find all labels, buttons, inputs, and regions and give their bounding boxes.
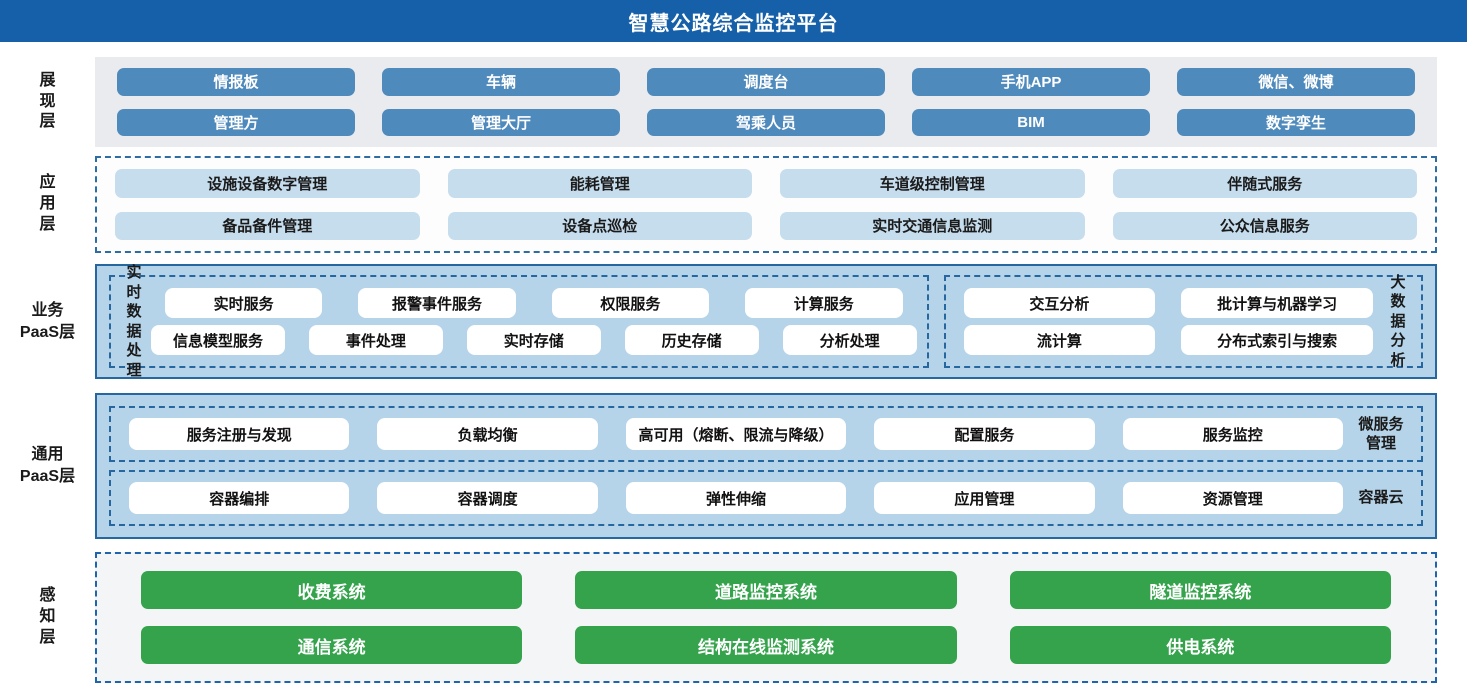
node-container-scheduling: 容器调度 — [377, 482, 598, 514]
node-spare-parts-mgmt: 备品备件管理 — [115, 211, 420, 240]
microservice-grid: 服务注册与发现 负载均衡 高可用（熔断、限流与降级） 配置服务 服务监控 — [119, 418, 1353, 450]
node-management-side: 管理方 — [117, 108, 355, 136]
node-public-info-service: 公众信息服务 — [1112, 211, 1417, 240]
node-device-inspection: 设备点巡检 — [447, 211, 752, 240]
node-load-balancing: 负载均衡 — [377, 418, 598, 450]
node-companion-service: 伴随式服务 — [1112, 169, 1417, 198]
business-paas-label: 业务 PaaS层 — [19, 301, 76, 341]
presentation-layer-panel: 情报板 车辆 调度台 手机APP 微信、微博 管理方 管理大厅 驾乘人员 BIM… — [95, 57, 1437, 147]
node-lane-level-control: 车道级控制管理 — [780, 169, 1085, 198]
node-realtime-storage: 实时存储 — [466, 325, 601, 355]
node-communication-system: 通信系统 — [141, 626, 523, 664]
node-elastic-scaling: 弹性伸缩 — [625, 482, 847, 514]
realtime-row-1: 实时服务 报警事件服务 权限服务 计算服务 — [149, 288, 919, 318]
realtime-data-processing-group: 实时数据处理 实时服务 报警事件服务 权限服务 计算服务 信息模型服务 事件处理… — [109, 264, 929, 379]
bigdata-row-2: 流计算 分布式索引与搜索 — [954, 325, 1383, 355]
node-analysis-processing: 分析处理 — [782, 325, 917, 355]
common-paas-layer: 通用 PaaS层 服务注册与发现 负载均衡 高可用（熔断、限流与降级） 配置服务… — [0, 393, 1437, 539]
business-paas-panel: 实时数据处理 实时服务 报警事件服务 权限服务 计算服务 信息模型服务 事件处理… — [95, 264, 1437, 379]
node-stream-computing: 流计算 — [963, 325, 1156, 355]
presentation-layer-label: 展现层 — [39, 71, 56, 131]
node-road-monitoring-system: 道路监控系统 — [575, 571, 957, 609]
realtime-group-label: 实时数据处理 — [126, 264, 142, 379]
node-digital-twin: 数字孪生 — [1177, 108, 1415, 136]
perception-layer-label-cell: 感知层 — [0, 552, 95, 683]
node-permission-service: 权限服务 — [551, 288, 710, 318]
node-toll-system: 收费系统 — [141, 571, 523, 609]
node-service-monitoring: 服务监控 — [1122, 418, 1343, 450]
bigdata-row-1: 交互分析 批计算与机器学习 — [954, 288, 1383, 318]
node-event-processing: 事件处理 — [308, 325, 443, 355]
node-service-registry-discovery: 服务注册与发现 — [129, 418, 350, 450]
bigdata-group-rows: 交互分析 批计算与机器学习 流计算 分布式索引与搜索 — [954, 281, 1383, 362]
business-paas-layer: 业务 PaaS层 实时数据处理 实时服务 报警事件服务 权限服务 计算服务 信息… — [0, 264, 1437, 379]
perception-layer-panel: 收费系统 道路监控系统 隧道监控系统 通信系统 结构在线监测系统 供电系统 — [95, 552, 1437, 683]
presentation-layer-label-cell: 展现层 — [0, 57, 95, 147]
platform-title-bar: 智慧公路综合监控平台 — [0, 0, 1467, 42]
node-facility-digital-mgmt: 设施设备数字管理 — [115, 169, 420, 198]
page-title: 智慧公路综合监控平台 — [628, 12, 839, 35]
node-bim: BIM — [912, 108, 1150, 136]
node-resource-mgmt: 资源管理 — [1122, 482, 1343, 514]
perception-layer: 感知层 收费系统 道路监控系统 隧道监控系统 通信系统 结构在线监测系统 供电系… — [0, 552, 1437, 683]
node-alarm-event-service: 报警事件服务 — [358, 288, 516, 318]
node-computing-service: 计算服务 — [745, 288, 903, 318]
node-batch-ml: 批计算与机器学习 — [1181, 288, 1374, 318]
microservice-management-group: 服务注册与发现 负载均衡 高可用（熔断、限流与降级） 配置服务 服务监控 微服务… — [109, 406, 1423, 462]
node-dispatch-console: 调度台 — [647, 68, 885, 96]
presentation-layer: 展现层 情报板 车辆 调度台 手机APP 微信、微博 管理方 管理大厅 驾乘人员… — [0, 57, 1437, 147]
node-energy-mgmt: 能耗管理 — [447, 169, 752, 198]
node-config-service: 配置服务 — [874, 418, 1095, 450]
container-grid: 容器编排 容器调度 弹性伸缩 应用管理 资源管理 — [119, 482, 1353, 514]
application-layer-panel: 设施设备数字管理 能耗管理 车道级控制管理 伴随式服务 备品备件管理 设备点巡检… — [95, 156, 1437, 253]
node-management-hall: 管理大厅 — [382, 108, 620, 136]
node-realtime-service: 实时服务 — [165, 288, 323, 318]
application-layer-label: 应用层 — [39, 174, 56, 233]
node-drivers-passengers: 驾乘人员 — [647, 108, 885, 136]
node-application-mgmt: 应用管理 — [874, 482, 1095, 514]
common-paas-panel: 服务注册与发现 负载均衡 高可用（熔断、限流与降级） 配置服务 服务监控 微服务… — [95, 393, 1437, 539]
node-structure-online-monitoring-system: 结构在线监测系统 — [575, 626, 957, 664]
node-tunnel-monitoring-system: 隧道监控系统 — [1009, 571, 1391, 609]
application-layer-label-cell: 应用层 — [0, 156, 95, 253]
container-cloud-group: 容器编排 容器调度 弹性伸缩 应用管理 资源管理 容器云 — [109, 470, 1423, 526]
node-wechat-weibo: 微信、微博 — [1177, 68, 1415, 96]
common-paas-label-cell: 通用 PaaS层 — [0, 393, 95, 539]
realtime-row-2: 信息模型服务 事件处理 实时存储 历史存储 分析处理 — [149, 325, 919, 355]
node-interactive-analysis: 交互分析 — [963, 288, 1156, 318]
realtime-group-rows: 实时服务 报警事件服务 权限服务 计算服务 信息模型服务 事件处理 实时存储 历… — [149, 281, 919, 362]
microservice-group-label: 微服务管理 — [1358, 415, 1404, 453]
node-mobile-app: 手机APP — [912, 68, 1150, 96]
node-high-availability: 高可用（熔断、限流与降级） — [625, 418, 847, 450]
container-group-label: 容器云 — [1358, 489, 1404, 507]
perception-layer-label: 感知层 — [39, 587, 56, 646]
node-realtime-traffic-monitoring: 实时交通信息监测 — [780, 211, 1085, 240]
bigdata-analysis-group: 交互分析 批计算与机器学习 流计算 分布式索引与搜索 大数据分析 — [943, 273, 1423, 369]
node-container-orchestration: 容器编排 — [129, 482, 350, 514]
node-power-supply-system: 供电系统 — [1009, 626, 1391, 664]
node-distributed-index-search: 分布式索引与搜索 — [1181, 325, 1374, 355]
application-layer: 应用层 设施设备数字管理 能耗管理 车道级控制管理 伴随式服务 备品备件管理 设… — [0, 156, 1437, 253]
node-vehicle: 车辆 — [382, 68, 620, 96]
bigdata-group-label: 大数据分析 — [1390, 273, 1406, 369]
node-information-board: 情报板 — [117, 68, 355, 96]
node-info-model-service: 信息模型服务 — [151, 325, 285, 355]
node-history-storage: 历史存储 — [624, 325, 759, 355]
common-paas-label: 通用 PaaS层 — [19, 446, 76, 485]
business-paas-label-cell: 业务 PaaS层 — [0, 264, 95, 379]
